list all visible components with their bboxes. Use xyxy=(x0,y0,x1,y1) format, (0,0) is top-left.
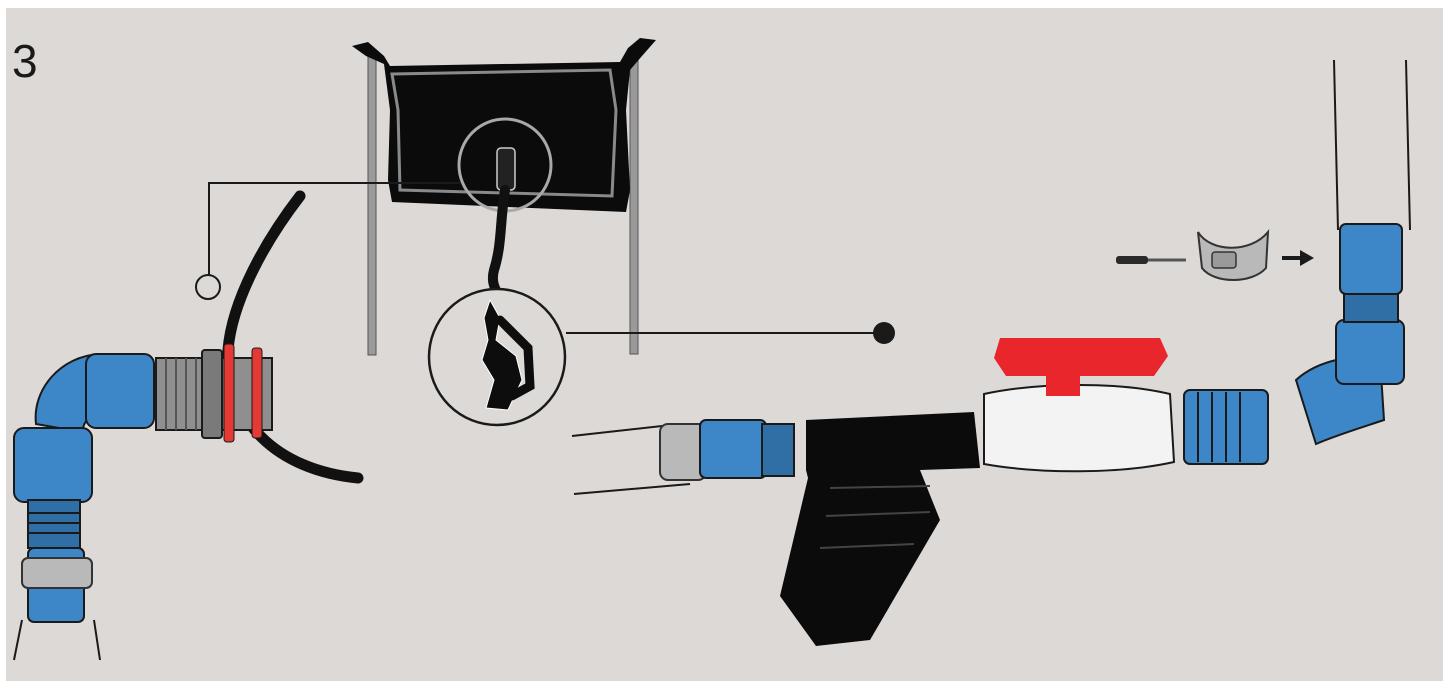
elbow-socket-right xyxy=(86,354,154,428)
callout-b-marker xyxy=(873,322,895,344)
hose-clamp-left xyxy=(22,558,92,588)
gasket-red-1 xyxy=(224,344,234,442)
bag-outlet-fitting xyxy=(497,148,515,190)
background-panel xyxy=(6,8,1443,681)
ball-valve-handle xyxy=(994,338,1168,376)
callout-a-marker xyxy=(196,275,220,299)
stand-pole-right xyxy=(630,48,638,354)
hose-tail-center xyxy=(700,420,766,478)
ball-valve-body xyxy=(984,385,1174,471)
gasket-red-2 xyxy=(252,348,262,438)
stand-pole-left xyxy=(368,52,376,355)
bulkhead-nut xyxy=(202,350,222,438)
step-number: 3 xyxy=(12,38,38,84)
elbow-socket-up xyxy=(1336,320,1404,384)
elbow-socket-down xyxy=(14,428,92,502)
hose-tail-up xyxy=(1340,224,1402,294)
hose-tail-thread xyxy=(762,424,794,476)
